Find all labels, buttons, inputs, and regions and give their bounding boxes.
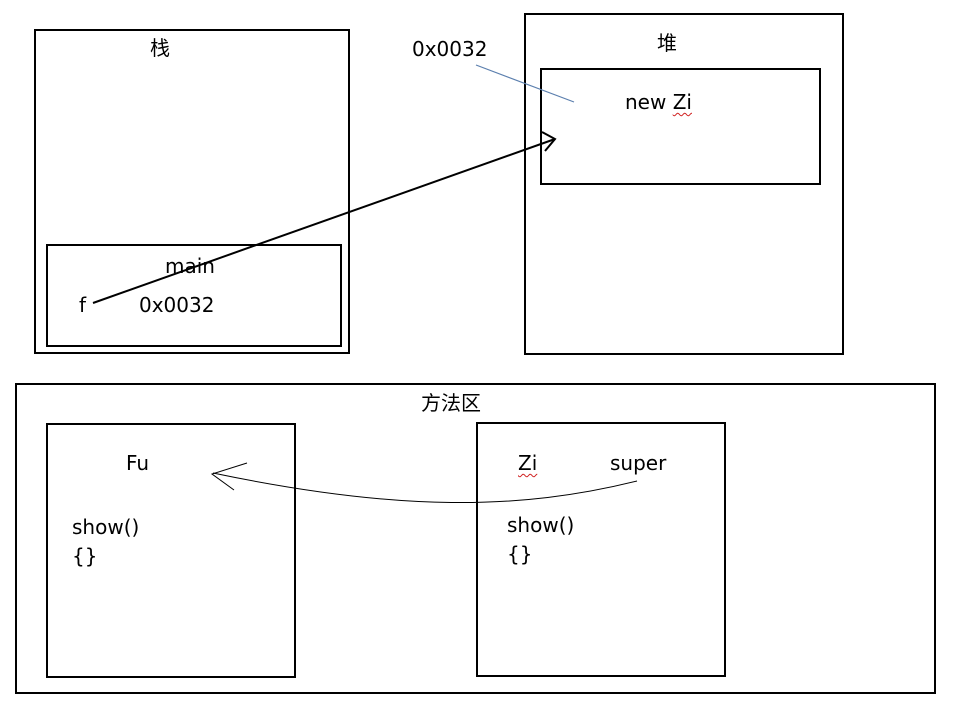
zi-method-body: {}: [507, 542, 533, 566]
fu-class-box: [46, 423, 296, 678]
main-frame-title: main: [165, 254, 215, 278]
zi-object-label: new Zi: [625, 90, 692, 114]
zi-object-class: Zi: [672, 90, 692, 114]
zi-method: show(): [507, 513, 575, 537]
heap-title: 堆: [657, 31, 677, 55]
variable-f-value: 0x0032: [139, 293, 215, 317]
heap-address-label: 0x0032: [412, 37, 488, 61]
zi-class-name: Zi: [518, 451, 538, 475]
stack-title: 栈: [150, 36, 170, 60]
variable-f: f: [79, 293, 87, 317]
zi-object-prefix: new: [625, 90, 673, 114]
fu-method: show(): [72, 515, 140, 539]
method-area-title: 方法区: [421, 391, 481, 415]
zi-object: [540, 68, 821, 185]
fu-class-name: Fu: [126, 451, 150, 475]
zi-super-label: super: [610, 451, 667, 475]
fu-method-body: {}: [72, 544, 98, 568]
method-area-region: [15, 383, 936, 694]
zi-class-box: [476, 422, 726, 677]
